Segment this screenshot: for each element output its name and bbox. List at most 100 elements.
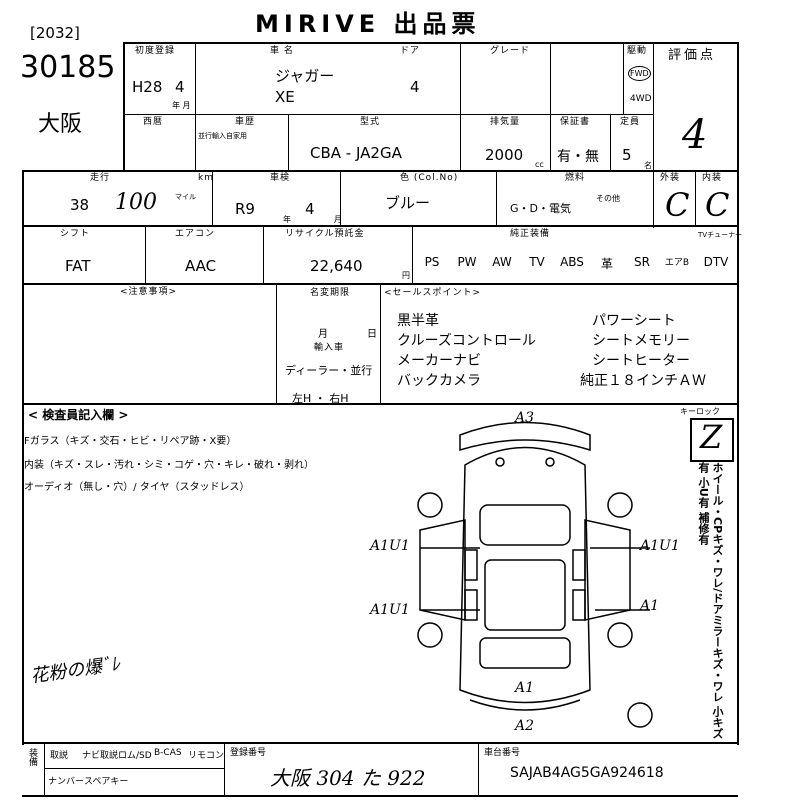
reg-no-value: 大阪 304 た 922 xyxy=(270,766,426,790)
opt-plate: ナンバー xyxy=(48,777,85,787)
vehicle-history-label: 車歴 xyxy=(235,117,256,127)
lot-number: 30185 xyxy=(20,50,116,85)
fuel-label: 燃料 xyxy=(565,173,586,183)
grade-label: グレード xyxy=(490,46,531,56)
lot-prefix: [2032] xyxy=(30,24,80,42)
import-type: ディーラー・並行 xyxy=(285,364,373,377)
doors-label: ドア xyxy=(400,46,421,56)
first-reg-label: 初度登録 xyxy=(135,46,176,56)
drive-fwd-icon: FWD xyxy=(628,66,651,81)
aircon-label: エアコン xyxy=(175,229,216,239)
damage-mark-right-2: A1 xyxy=(640,598,660,614)
mileage-unit-label: km xyxy=(198,173,214,183)
displacement-unit: cc xyxy=(535,160,544,169)
sales-point-4: バックカメラ xyxy=(397,373,481,389)
bottom-equip-label: 装備 xyxy=(27,748,37,766)
reg-month: 4 xyxy=(175,78,185,96)
warranty-value: 有・無 xyxy=(557,149,599,165)
sales-point-5: パワーシート xyxy=(592,313,676,329)
chassis-no-value: SAJAB4AG5GA924618 xyxy=(510,765,664,781)
sales-point-2: クルーズコントロール xyxy=(397,333,536,349)
exterior-label: 外装 xyxy=(660,173,681,183)
damage-mark-right-1: A1U1 xyxy=(640,538,680,554)
score-value: 4 xyxy=(682,112,708,158)
chassis-no-label: 車台番号 xyxy=(484,748,521,758)
equip-pw: PW xyxy=(457,255,477,269)
drive-label: 駆動 xyxy=(627,46,648,56)
equipment-label: 純正装備 xyxy=(510,229,551,239)
equip-sr: SR xyxy=(634,255,650,269)
opt-remote: リモコン xyxy=(188,751,225,761)
capacity-label: 定員 xyxy=(620,117,641,127)
import-side: 左H ・ 右H xyxy=(292,392,349,405)
shaken-era: R9 xyxy=(235,200,255,218)
venue: 大阪 xyxy=(38,112,83,137)
opt-bcas: B-CAS xyxy=(154,748,182,758)
capacity-unit: 名 xyxy=(644,161,652,170)
reg-no-label: 登録番号 xyxy=(230,748,267,758)
inspector-line-2: 内装（キズ・スレ・汚れ・シミ・コゲ・穴・キレ・破れ・剥れ） xyxy=(24,460,314,471)
side-note: ホイール・CPキズ・ワレ/ドアミラーキズ・ワレ 小キズ有 小U有 補修有 xyxy=(697,462,724,739)
import-label: 輸入車 xyxy=(314,343,345,353)
damage-mark-left-1: A1U1 xyxy=(370,538,410,554)
shaken-label: 車検 xyxy=(270,173,291,183)
mileage-miles-unit: マイル xyxy=(175,193,196,201)
damage-mark-front: A3 xyxy=(515,410,535,426)
mileage-value: 38 xyxy=(70,196,90,214)
drive-4wd-icon: 4WD xyxy=(630,94,652,104)
sales-point-7: シートヒーター xyxy=(592,353,690,369)
reg-year: H28 xyxy=(132,78,163,96)
sales-point-6: シートメモリー xyxy=(592,333,690,349)
door-count: 4 xyxy=(410,78,420,96)
interior-label: 内装 xyxy=(702,173,723,183)
name-change-day-unit: 日 xyxy=(367,329,377,340)
shaken-month: 4 xyxy=(305,200,315,218)
shaken-year-unit: 年 xyxy=(283,215,291,224)
sales-point-3: メーカーナビ xyxy=(397,353,481,369)
car-name-label: 車 名 xyxy=(270,46,294,56)
damage-mark-rear: A1 xyxy=(515,680,535,696)
score-label: 評価点 xyxy=(668,48,717,63)
equip-abs: ABS xyxy=(560,255,584,269)
equip-tv: TV xyxy=(529,255,545,269)
equip-leather: 革 xyxy=(600,257,613,271)
type-label: 型式 xyxy=(360,117,381,127)
opt-navi-manual: ナビ取説 xyxy=(82,751,119,761)
name-change-label: 名変期限 xyxy=(310,288,351,298)
capacity-value: 5 xyxy=(622,146,632,164)
equip-aw: AW xyxy=(492,255,512,269)
displacement-value: 2000 xyxy=(485,146,524,164)
exterior-grade: C xyxy=(665,186,690,224)
inspector-label: < 検査員記入欄 > xyxy=(28,408,129,422)
sales-point-1: 黒半革 xyxy=(397,313,439,329)
keylock-mark: Z xyxy=(700,418,723,456)
recycle-value: 22,640 xyxy=(310,257,363,275)
tuner-label: TVチューナー xyxy=(698,231,743,239)
displacement-label: 排気量 xyxy=(490,117,521,127)
car-model: XE xyxy=(275,88,295,106)
keylock-box xyxy=(690,418,734,462)
car-damage-diagram xyxy=(417,421,653,728)
color-value: ブルー xyxy=(385,194,431,212)
sales-points-label: <セールスポイント> xyxy=(384,288,482,298)
form-title: MIRIVE 出品票 xyxy=(255,10,481,38)
warranty-label: 保証書 xyxy=(560,117,591,127)
fuel-other: その他 xyxy=(596,194,620,203)
recycle-label: リサイクル預託金 xyxy=(285,229,365,239)
equip-ps: PS xyxy=(424,255,440,269)
model-type: CBA - JA2GA xyxy=(310,144,402,162)
opt-rom-sd: ロム/SD xyxy=(118,751,152,761)
year-month-label: 年 月 xyxy=(172,101,191,110)
fuel-value: G・D・電気 xyxy=(510,202,571,215)
interior-grade: C xyxy=(705,186,730,224)
shift-label: シフト xyxy=(60,229,91,239)
shaken-month-unit: 月 xyxy=(334,215,342,224)
keylock-label: キーロック xyxy=(680,407,720,416)
car-name: ジャガー xyxy=(275,67,335,85)
model-year-label: 西暦 xyxy=(143,117,164,127)
opt-manual: 取説 xyxy=(50,751,69,761)
inspector-line-3: オーディオ（無し・穴）/ タイヤ（スタッドレス） xyxy=(24,482,250,493)
damage-mark-left-2: A1U1 xyxy=(370,602,410,618)
handwritten-note: 花粉の爆ﾞﾚ xyxy=(29,653,122,688)
opt-spare-key: スペアキー xyxy=(84,777,129,787)
